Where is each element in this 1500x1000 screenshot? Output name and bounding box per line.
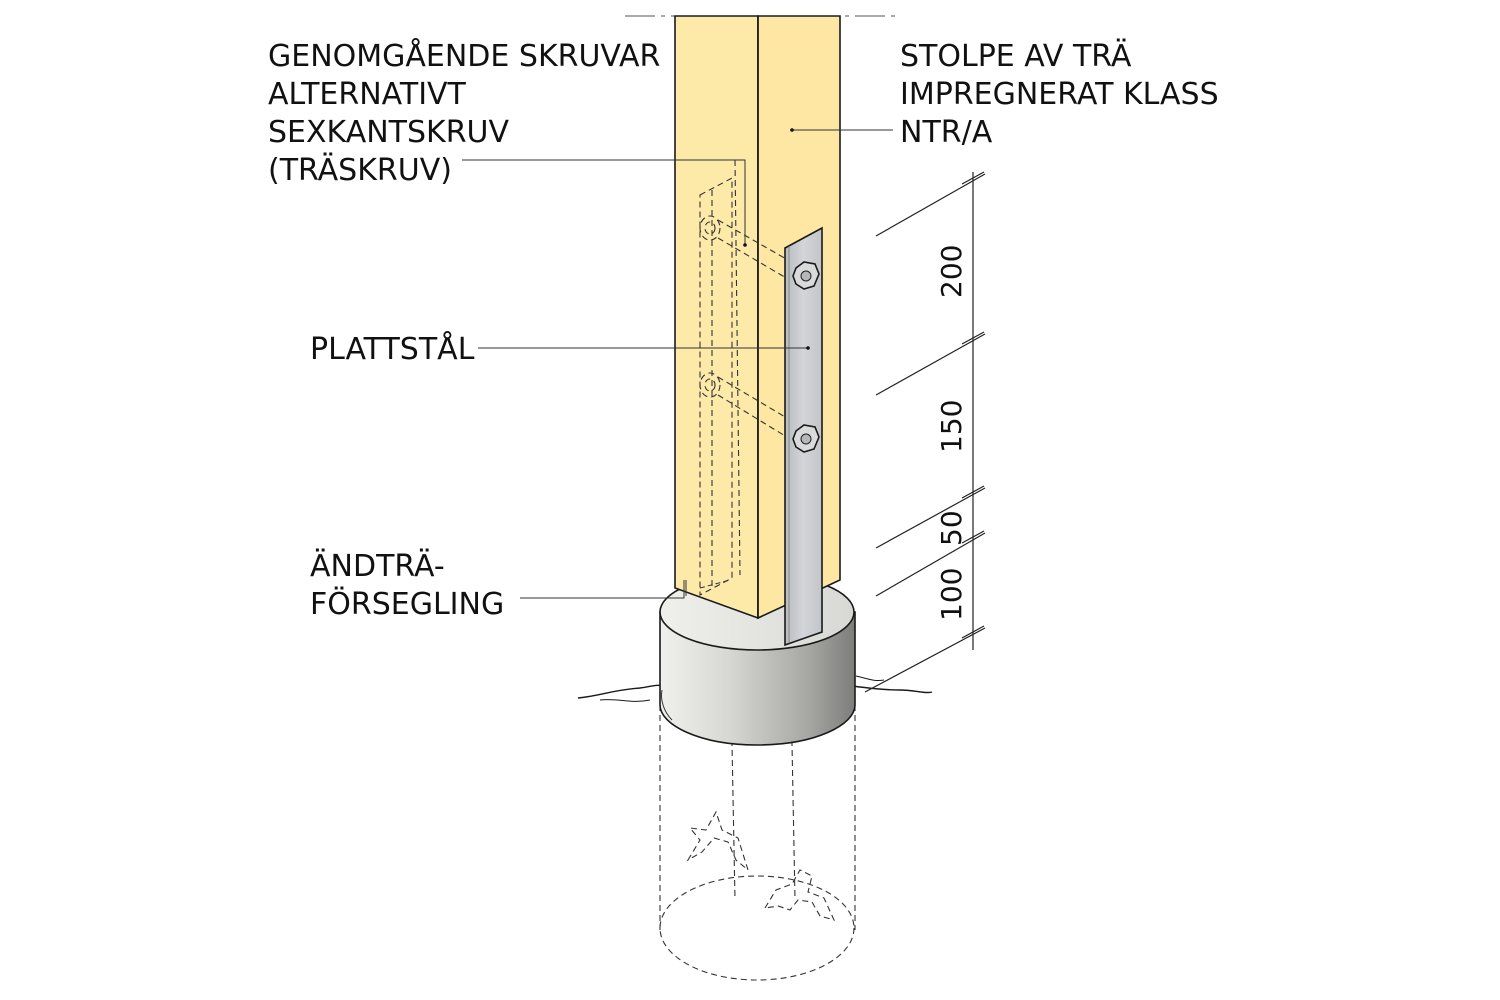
post-label: STOLPE AV TRÄ IMPREGNERAT KLASS NTR/A [900, 38, 1219, 152]
ground-line [577, 675, 933, 702]
nut-upper [792, 261, 820, 290]
bolts-label-line-1: GENOMGÅENDE SKRUVAR [268, 39, 661, 74]
seal-label-line-2: FÖRSEGLING [310, 587, 505, 622]
leader-lines [462, 128, 893, 599]
bolts-label-line-3: SEXKANTSKRUV [268, 115, 510, 150]
post-label-line-2: IMPREGNERAT KLASS [900, 77, 1219, 112]
hidden-far-plate [699, 159, 741, 596]
seal-label-line-1: ÄNDTRÄ- [310, 549, 445, 584]
dimension-values: 200 150 50 100 [935, 245, 968, 621]
dim-200: 200 [935, 245, 968, 298]
end-grain-seal [685, 579, 731, 596]
dim-100: 100 [935, 568, 968, 621]
bolts-label: GENOMGÅENDE SKRUVAR ALTERNATIVT SEXKANTS… [268, 38, 660, 190]
bolts-label-line-2: ALTERNATIVT [268, 77, 466, 112]
post-label-line-3: NTR/A [900, 115, 993, 150]
dim-150: 150 [935, 400, 968, 453]
dimension-chain [864, 171, 986, 693]
seal-label: ÄNDTRÄ- FÖRSEGLING [310, 548, 504, 624]
nut-lower [792, 424, 820, 453]
plate-label: PLATTSTÅL [310, 332, 475, 367]
dim-50: 50 [935, 510, 968, 546]
post-label-line-1: STOLPE AV TRÄ [900, 39, 1132, 74]
bolts-label-line-4: (TRÄSKRUV) [268, 153, 452, 188]
